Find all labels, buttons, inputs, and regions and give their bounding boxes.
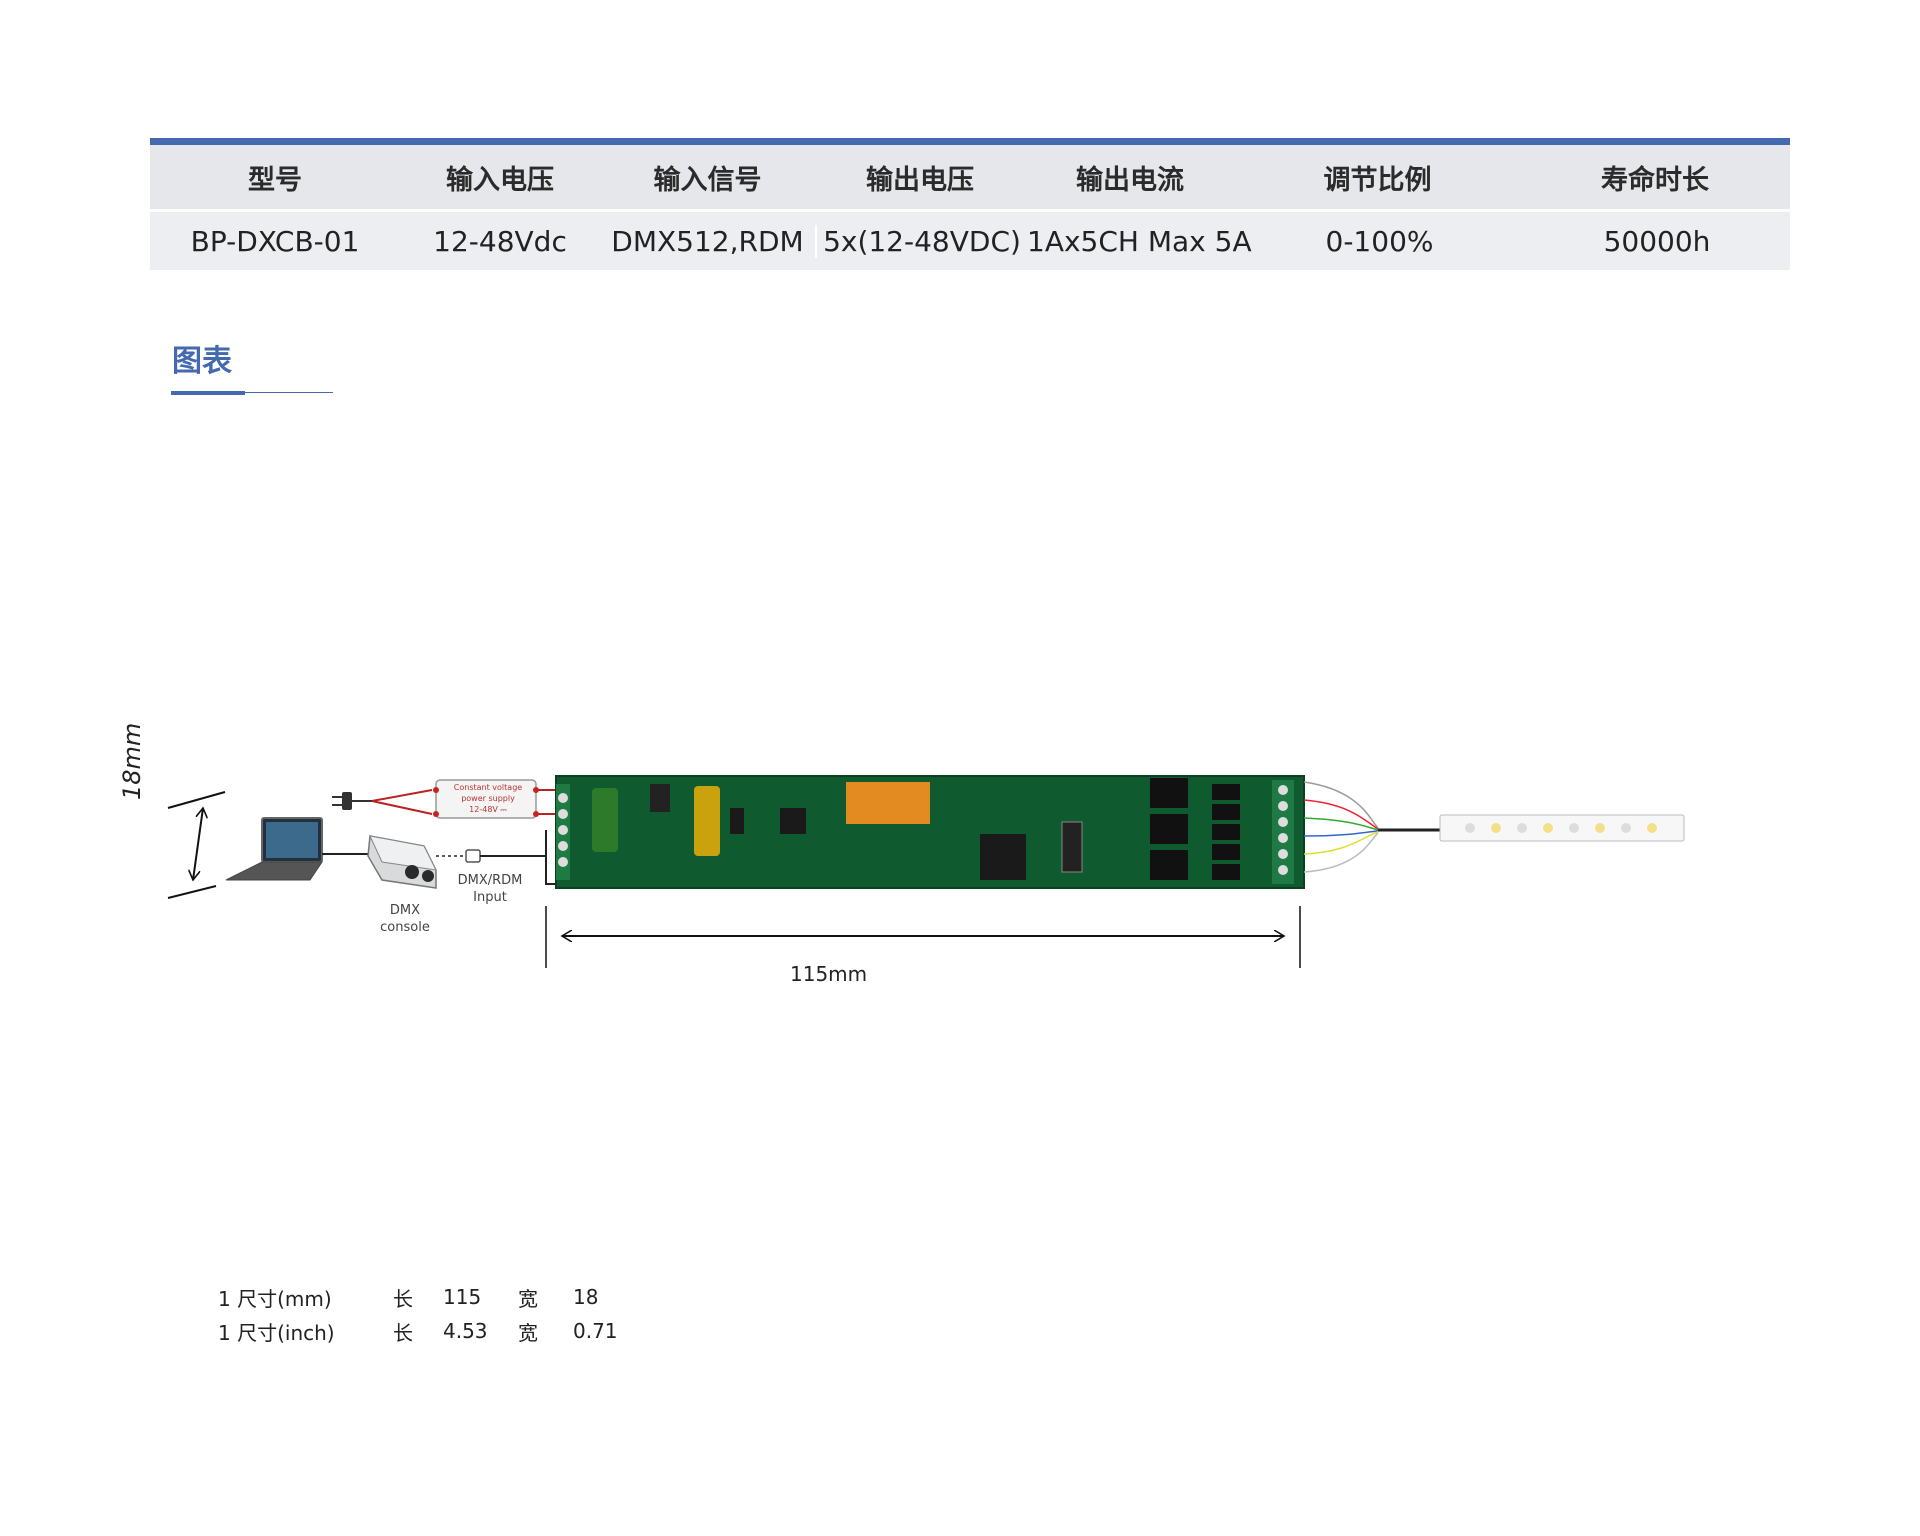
size-width-key: 宽 [518, 1320, 538, 1345]
value-output-current: 1Ax5CH Max 5A [1027, 224, 1252, 258]
dmx-console-label-line: DMX [389, 903, 421, 918]
header-output-current: 输出电流 [1076, 164, 1184, 196]
size-row-mm: 1 尺寸(mm) 长 115 宽 18 [218, 1280, 633, 1314]
spec-table-row: BP-DXCB-01 12-48Vdc DMX512,RDM 5x(12-48V… [150, 209, 1790, 270]
height-label: 18mm [118, 722, 146, 800]
size-name: 1 尺寸(mm) [218, 1286, 332, 1311]
header-lifetime: 寿命时长 [1601, 164, 1709, 196]
size-name: 1 尺寸(inch) [218, 1320, 335, 1345]
value-input-signal: DMX512,RDM [600, 224, 817, 258]
spec-table-header: 型号 输入电压 输入信号 输出电压 输出电流 调节比例 寿命时长 [150, 145, 1790, 209]
size-width-value: 0.71 [573, 1319, 618, 1343]
dmx-console-icon [322, 830, 556, 889]
value-output-voltage: 5x(12-48VDC) [823, 224, 1021, 258]
led-strip [1439, 814, 1685, 842]
size-row-inch: 1 尺寸(inch) 长 4.53 宽 0.71 [218, 1314, 633, 1348]
psu-label-line: Constant voltage [453, 783, 523, 792]
size-length-value: 115 [443, 1285, 482, 1309]
height-dimension [167, 791, 226, 899]
dmx-input-label-line: DMX/RDM [457, 873, 523, 888]
pcb-board [555, 775, 1305, 889]
power-supply-label: Constant voltage power supply 12-48V ⎓ [438, 782, 538, 815]
header-model: 型号 [248, 164, 302, 196]
value-dimming-range: 0-100% [1325, 224, 1434, 258]
section-underline-thin [245, 392, 333, 393]
section-underline [171, 391, 245, 395]
size-width-key: 宽 [518, 1286, 538, 1311]
dmx-console-label-line: console [380, 920, 430, 935]
size-width-value: 18 [573, 1285, 599, 1309]
header-output-voltage: 输出电压 [866, 164, 974, 196]
size-length-key: 长 [393, 1286, 413, 1311]
power-plug-icon [332, 792, 372, 810]
psu-label-line: power supply [461, 794, 515, 803]
dmx-input-label-line: Input [473, 890, 507, 905]
section-title: 图表 [172, 344, 232, 379]
length-label: 115mm [790, 962, 868, 986]
laptop-icon [225, 817, 323, 881]
header-dimming-range: 调节比例 [1323, 164, 1432, 196]
value-lifetime: 50000h [1603, 224, 1711, 258]
dmx-console-label: DMX console [375, 902, 435, 936]
power-supply-icon [371, 779, 556, 819]
value-input-voltage: 12-48Vdc [433, 224, 567, 258]
length-dimension [545, 906, 1301, 968]
size-length-key: 长 [393, 1320, 413, 1345]
header-input-voltage: 输入电压 [446, 164, 554, 196]
dmx-input-label: DMX/RDM Input [450, 872, 530, 906]
value-model: BP-DXCB-01 [190, 224, 360, 258]
psu-label-line: 12-48V ⎓ [469, 805, 507, 814]
size-length-value: 4.53 [443, 1319, 488, 1343]
output-wires [1303, 781, 1440, 873]
header-input-signal: 输入信号 [653, 164, 762, 196]
size-table: 1 尺寸(mm) 长 115 宽 18 1 尺寸(inch) 长 4.53 宽 … [218, 1280, 633, 1348]
spec-table: 型号 输入电压 输入信号 输出电压 输出电流 调节比例 寿命时长 BP-DXCB… [150, 138, 1790, 270]
